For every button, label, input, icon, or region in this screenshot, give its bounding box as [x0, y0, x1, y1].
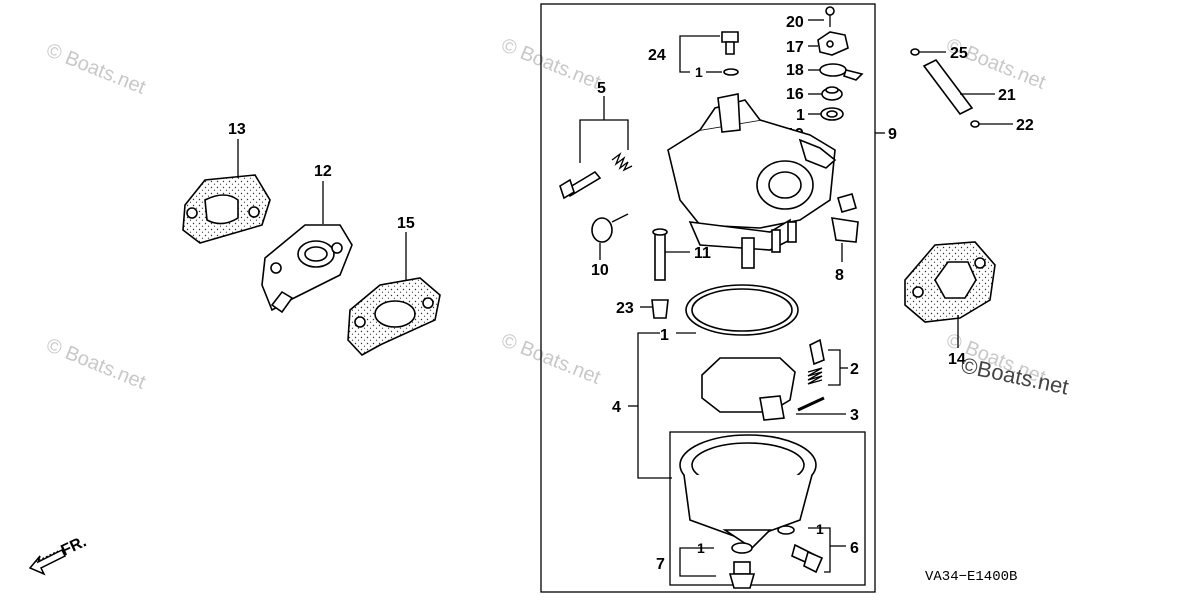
callout-7[interactable]: 7 [656, 556, 665, 573]
callout-17[interactable]: 17 [786, 39, 804, 56]
part-12-insulator[interactable] [261, 224, 353, 314]
part-14-gasket[interactable] [904, 241, 996, 323]
callout-1[interactable]: 1 [695, 64, 703, 80]
diagram-code: VA34−E1400B [925, 569, 1017, 585]
callout-8[interactable]: 8 [835, 267, 844, 284]
part-13-gasket[interactable] [182, 174, 271, 244]
part-1-float-bowl-gasket[interactable] [685, 284, 799, 336]
callout-22[interactable]: 22 [1016, 117, 1034, 134]
callout-1[interactable]: 1 [816, 521, 824, 537]
callout-18[interactable]: 18 [786, 62, 804, 79]
part-float[interactable] [701, 357, 796, 421]
callout-24[interactable]: 24 [648, 47, 666, 64]
callout-11[interactable]: 11 [694, 245, 711, 262]
part-20-screw[interactable] [825, 6, 835, 27]
watermark: © Boats.net [43, 334, 149, 394]
part-carburetor-body[interactable] [667, 93, 837, 269]
part-6-drain-screw[interactable] [777, 525, 824, 574]
callout-9[interactable]: 9 [888, 126, 897, 143]
callout-12[interactable]: 12 [314, 163, 332, 180]
callout-2[interactable]: 2 [850, 361, 859, 378]
part-15-gasket[interactable] [347, 277, 441, 357]
part-3-float-pin[interactable] [797, 396, 825, 412]
callout-5[interactable]: 5 [597, 80, 606, 97]
part-10-throttle-screw[interactable] [591, 213, 629, 243]
watermark: © Boats.net [943, 34, 1049, 94]
front-direction-arrow: FR. [28, 533, 90, 576]
part-1-gasket-top-right[interactable] [820, 107, 844, 121]
part-18-diaphragm[interactable] [819, 63, 864, 81]
part-7-bowl-bolt[interactable] [728, 542, 756, 589]
callout-15[interactable]: 15 [397, 215, 415, 232]
callout-25[interactable]: 25 [950, 45, 968, 62]
callout-23[interactable]: 23 [616, 300, 634, 317]
front-label: FR. [59, 533, 90, 559]
callout-13[interactable]: 13 [228, 121, 246, 138]
callout-1[interactable]: 1 [796, 107, 805, 124]
part-11-nozzle[interactable] [652, 228, 668, 281]
part-16-valve[interactable] [821, 86, 843, 101]
callout-1[interactable]: 1 [697, 540, 705, 556]
part-2-float-valve[interactable] [807, 338, 825, 385]
callout-10[interactable]: 10 [591, 262, 609, 279]
float-bowl-frame [669, 431, 866, 586]
callout-1[interactable]: 1 [660, 327, 669, 344]
callout-4[interactable]: 4 [612, 399, 621, 416]
callout-3[interactable]: 3 [850, 407, 859, 424]
part-5-idle-screw[interactable] [559, 152, 633, 200]
part-float-bowl[interactable] [679, 434, 817, 550]
callout-20[interactable]: 20 [786, 14, 804, 31]
part-8-valve[interactable] [831, 193, 859, 243]
part-24-screw[interactable] [721, 31, 739, 55]
watermark: © Boats.net [498, 329, 604, 389]
part-22-clip[interactable] [970, 120, 980, 128]
watermark: © Boats.net [498, 34, 604, 94]
callout-14[interactable]: 14 [948, 351, 966, 368]
callout-21[interactable]: 21 [998, 87, 1016, 104]
part-25-clip[interactable] [910, 48, 920, 56]
carburetor-assembly-frame [540, 3, 876, 593]
part-23-main-jet[interactable] [651, 299, 669, 319]
part-17-cover[interactable] [817, 31, 849, 56]
part-1-washer-top[interactable] [723, 68, 739, 76]
watermark: © Boats.net [43, 39, 149, 99]
callout-6[interactable]: 6 [850, 540, 859, 557]
part-21-fuel-tube[interactable] [922, 58, 974, 116]
callout-16[interactable]: 16 [786, 86, 804, 103]
